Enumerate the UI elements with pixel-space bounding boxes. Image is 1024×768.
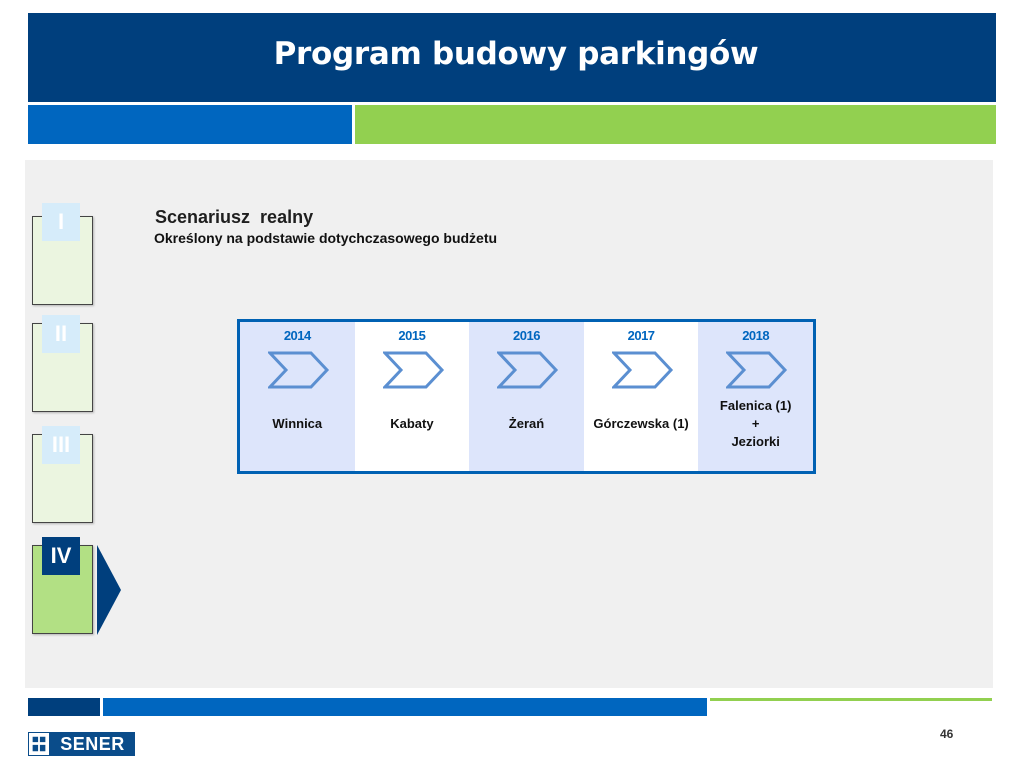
timeline-year: 2015: [398, 328, 426, 343]
chevron-right-icon: [611, 351, 673, 389]
timeline-place: Winnica: [272, 416, 323, 431]
step-label-2: II: [42, 315, 80, 353]
timeline-column-2018: 2018 Falenica (1) + Jeziorki: [698, 322, 813, 471]
timeline-column-2017: 2017 Górczewska (1): [584, 322, 699, 471]
timeline-year: 2017: [627, 328, 655, 343]
logo-wordmark: SENER: [50, 732, 135, 756]
title-bar: [28, 13, 996, 102]
scenario-title: Scenariusz realny: [155, 207, 314, 227]
timeline-place: Kabaty: [390, 416, 434, 431]
timeline-column-2015: 2015 Kabaty: [355, 322, 470, 471]
timeline-column-2016: 2016 Żerań: [469, 322, 584, 471]
chevron-right-icon: [726, 351, 788, 389]
footer-line-green: [710, 698, 992, 701]
scenario-subtitle: Określony na podstawie dotychczasowego b…: [154, 230, 498, 246]
logo-mark-icon: [28, 732, 50, 756]
step-label-1: I: [42, 203, 80, 241]
timeline-place: Górczewska (1): [593, 416, 689, 431]
sener-logo: SENER: [28, 732, 135, 756]
header-band-blue: [28, 105, 352, 144]
timeline-column-2014: 2014 Winnica: [240, 322, 355, 471]
page-number: 46: [940, 727, 954, 741]
footer-band-dark: [28, 698, 100, 716]
step-label-3: III: [42, 426, 80, 464]
page-title: Program budowy parkingów: [273, 36, 759, 72]
step-label-4: IV: [42, 537, 80, 575]
timeline-place-line: +: [751, 416, 760, 431]
chevron-right-icon: [268, 351, 330, 389]
timeline-year: 2018: [742, 328, 770, 343]
header-band-green: [355, 105, 996, 144]
chevron-right-icon: [382, 351, 444, 389]
timeline-place: Falenica (1) + Jeziorki: [698, 397, 813, 451]
triangle-right-icon: [97, 545, 121, 635]
timeline-table: 2014 Winnica 2015 Kabaty 2016 Żerań 2017…: [237, 319, 816, 474]
timeline-place: Żerań: [508, 416, 545, 431]
timeline-place-line: Jeziorki: [731, 434, 780, 449]
timeline-year: 2014: [283, 328, 311, 343]
timeline-year: 2016: [513, 328, 540, 343]
chevron-right-icon: [497, 351, 559, 389]
timeline-place-line: Falenica (1): [719, 398, 792, 413]
footer-band-blue: [103, 698, 707, 716]
